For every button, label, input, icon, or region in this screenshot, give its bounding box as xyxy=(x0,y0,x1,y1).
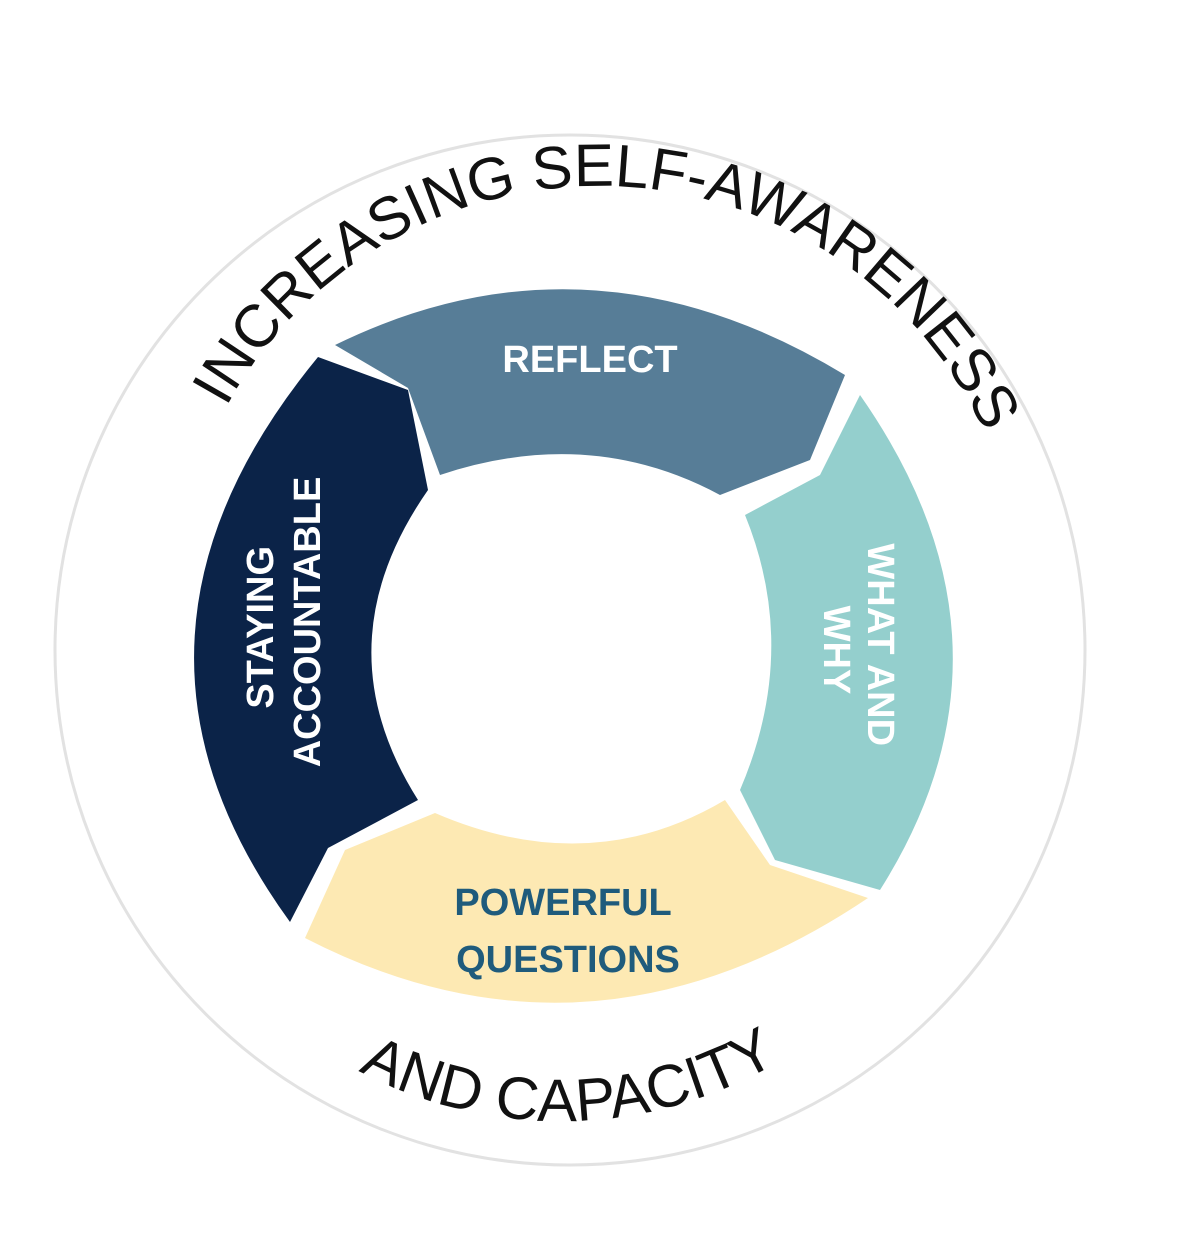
segment-what-and-why: WHAT AND WHY xyxy=(740,395,953,890)
segment-powerful-questions-label: POWERFUL QUESTIONS xyxy=(454,882,681,981)
segment-reflect: REFLECT xyxy=(335,289,845,495)
segment-powerful-questions-shape xyxy=(305,800,868,1003)
segment-staying-accountable: STAYING ACCOUNTABLE xyxy=(194,357,428,922)
segment-powerful-questions: POWERFUL QUESTIONS xyxy=(305,800,868,1003)
segment-what-and-why-label: WHAT AND WHY xyxy=(815,543,901,756)
segment-what-and-why-shape xyxy=(740,395,953,890)
outer-text-bottom: AND CAPACITY xyxy=(353,1014,785,1134)
segment-staying-accountable-label: STAYING ACCOUNTABLE xyxy=(240,477,329,768)
segment-staying-accountable-shape xyxy=(194,357,428,922)
outer-ring xyxy=(53,133,1087,1167)
segment-reflect-label: REFLECT xyxy=(502,339,677,381)
segment-reflect-shape xyxy=(335,289,845,495)
